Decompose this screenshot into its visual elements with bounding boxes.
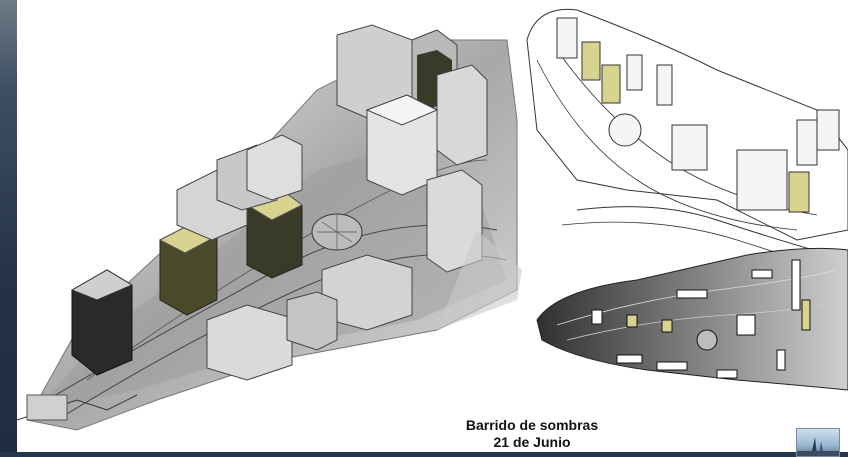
- top-right-line-drawing: [526, 8, 848, 281]
- caption-line-2: 21 de Junio: [493, 434, 571, 450]
- site-thumbnail-icon: [796, 428, 840, 457]
- background-bottom-strip: [0, 452, 848, 457]
- bottom-right-shadow-plan: [536, 247, 848, 391]
- main-aerial-render: [17, 24, 522, 431]
- slide-canvas: Barrido de sombras 21 de Junio: [17, 0, 848, 457]
- background-left-strip: [0, 0, 17, 457]
- architectural-renderings: [17, 8, 848, 431]
- caption-line-1: Barrido de sombras: [465, 417, 599, 433]
- caption: Barrido de sombras 21 de Junio: [437, 417, 627, 451]
